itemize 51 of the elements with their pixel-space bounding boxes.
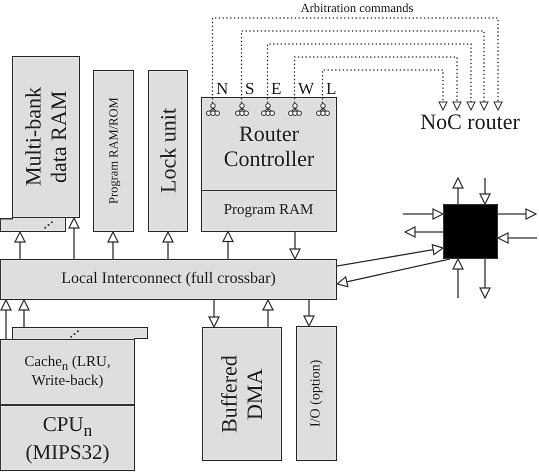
dotted-arrow — [240, 30, 488, 110]
port-label: S — [245, 80, 254, 97]
ram-block: Multi-bank data RAM — [12, 56, 80, 218]
io-block: I/O (option) — [296, 326, 337, 461]
arrow — [479, 178, 491, 205]
arrow — [18, 299, 30, 327]
arrow — [479, 259, 491, 299]
arrow — [452, 177, 464, 204]
cpu-block: CPU$_{n}$ (MIPS32) — [0, 405, 135, 471]
arrow — [497, 232, 537, 244]
dotted-arrow — [212, 17, 502, 110]
bundle-label: Arbitration commands — [300, 2, 414, 14]
lock-block: Lock unit — [148, 70, 188, 232]
block-label: Router Controller — [224, 122, 314, 172]
arrow — [107, 231, 119, 259]
arrow — [404, 226, 443, 238]
arrow — [336, 244, 444, 267]
dotted-arrow — [266, 43, 476, 110]
arrow — [162, 231, 174, 259]
arbiter-icon — [288, 103, 302, 116]
arrow — [452, 258, 464, 298]
port-label: W — [298, 80, 314, 97]
interconnect-bar: Local Interconnect (full crossbar) — [0, 259, 337, 300]
controller-block — [201, 97, 337, 232]
arrow — [303, 300, 315, 327]
port-label: E — [271, 80, 282, 97]
arrow — [289, 232, 301, 260]
router-label: NoC router — [420, 110, 520, 134]
stacked-block — [12, 327, 148, 339]
arrow — [498, 208, 537, 220]
arrow — [68, 217, 80, 259]
arrow — [336, 258, 450, 288]
arrow — [403, 208, 444, 220]
stacked-block — [0, 218, 66, 232]
dma-block: Buffered DMA — [202, 327, 282, 461]
router-block — [443, 204, 498, 259]
rom-block: Program RAM/ROM — [93, 70, 134, 232]
dotted-arrow — [294, 56, 462, 110]
arrow — [208, 300, 220, 328]
arrow — [222, 230, 234, 259]
port-label: L — [326, 80, 336, 97]
arbiter-icon — [316, 103, 330, 116]
port-label: N — [216, 80, 228, 97]
arrow — [262, 299, 274, 327]
arbiter-icon — [206, 103, 220, 116]
arbiter-icon — [234, 103, 248, 116]
arrow — [14, 231, 26, 259]
arrow — [0, 299, 12, 339]
dotted-arrow — [322, 69, 448, 110]
cache-block: Cache$_{n}$ (LRU, Write-back) — [0, 339, 135, 405]
arbiter-icon — [260, 103, 274, 116]
